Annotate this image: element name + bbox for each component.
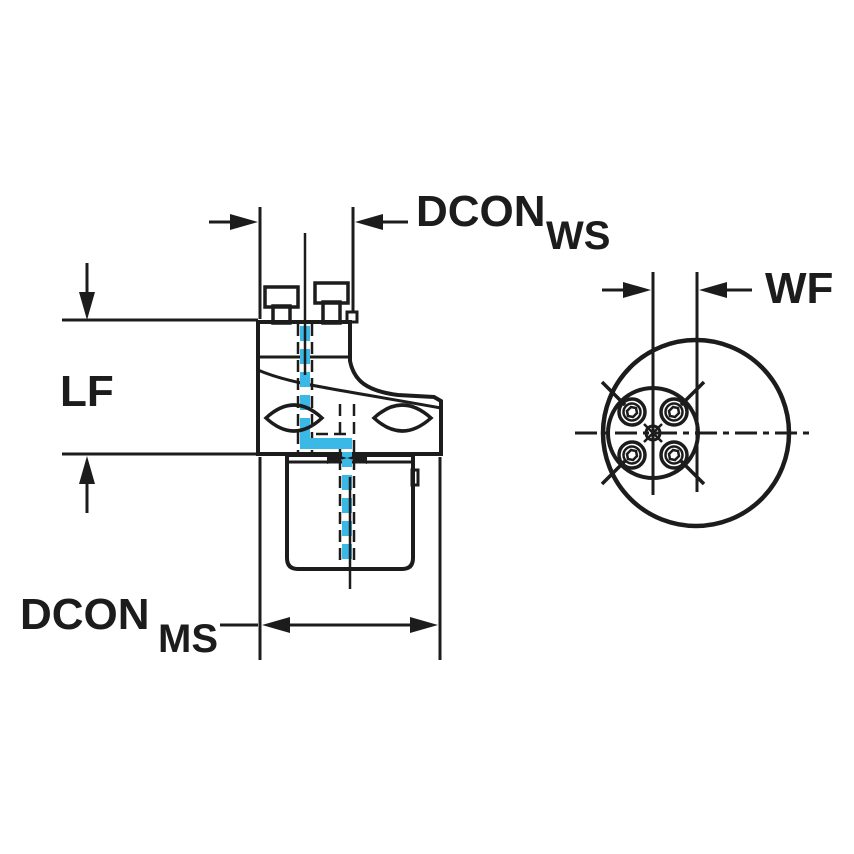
end-screw xyxy=(617,397,647,427)
screw-inner xyxy=(622,445,642,465)
serration-tick-ne xyxy=(679,380,706,407)
arrowhead-right xyxy=(230,214,258,230)
screw-outer xyxy=(617,397,647,427)
end-view xyxy=(575,272,815,529)
screw-outer xyxy=(659,440,689,470)
arrowhead-right xyxy=(410,617,438,633)
dimension-dcon-ws: DCON WS xyxy=(209,187,610,319)
dimension-dcon-ms: DCON MS xyxy=(20,457,442,661)
shank-key-tab xyxy=(410,468,420,487)
screw-outer xyxy=(617,440,647,470)
hex-socket xyxy=(625,448,639,462)
screw-outer xyxy=(659,397,689,427)
serration-tick-nw xyxy=(600,380,627,407)
screw-inner xyxy=(664,445,684,465)
coolant-channels xyxy=(296,324,356,564)
hex-socket xyxy=(667,448,681,462)
hex-socket xyxy=(667,405,681,419)
serration-tick-sw xyxy=(600,459,627,486)
screw-neck xyxy=(321,300,342,325)
dimension-wf: WF xyxy=(602,264,833,313)
top-tab xyxy=(345,310,359,324)
screw-inner xyxy=(622,402,642,422)
arrowhead-up xyxy=(79,456,95,484)
dimension-label-subscript: MS xyxy=(158,617,218,661)
arrowhead-left xyxy=(355,214,383,230)
tool-body xyxy=(256,320,443,456)
dimension-label: LF xyxy=(60,367,114,416)
clamp-screw-left xyxy=(263,285,300,325)
dimension-label: WF xyxy=(765,264,833,313)
coolant-elbow xyxy=(300,427,352,449)
side-view xyxy=(256,233,443,589)
serration-tick-se xyxy=(679,459,706,486)
end-screw xyxy=(659,397,689,427)
screw-head xyxy=(313,281,350,305)
dimension-label: DCON xyxy=(416,187,546,236)
end-screw xyxy=(617,440,647,470)
screw-inner xyxy=(664,402,684,422)
arrowhead-left xyxy=(699,282,727,298)
shank xyxy=(285,453,415,571)
dimension-label: DCON xyxy=(20,590,150,639)
clamp-screw-right xyxy=(313,281,350,325)
clamp-slot-right xyxy=(371,403,434,433)
arrowhead-right xyxy=(623,282,651,298)
screw-head xyxy=(263,285,300,309)
arrowhead-left xyxy=(262,617,290,633)
flange-seam-line xyxy=(257,368,442,410)
hex-socket xyxy=(625,405,639,419)
dimension-lf: LF xyxy=(60,263,258,513)
end-screw xyxy=(659,440,689,470)
arrowhead-down xyxy=(79,292,95,320)
clamp-slot-left xyxy=(263,403,325,433)
chamfer-mark-right xyxy=(347,452,367,464)
chamfer-mark-left xyxy=(327,452,347,464)
dimension-label-subscript: WS xyxy=(546,214,610,258)
